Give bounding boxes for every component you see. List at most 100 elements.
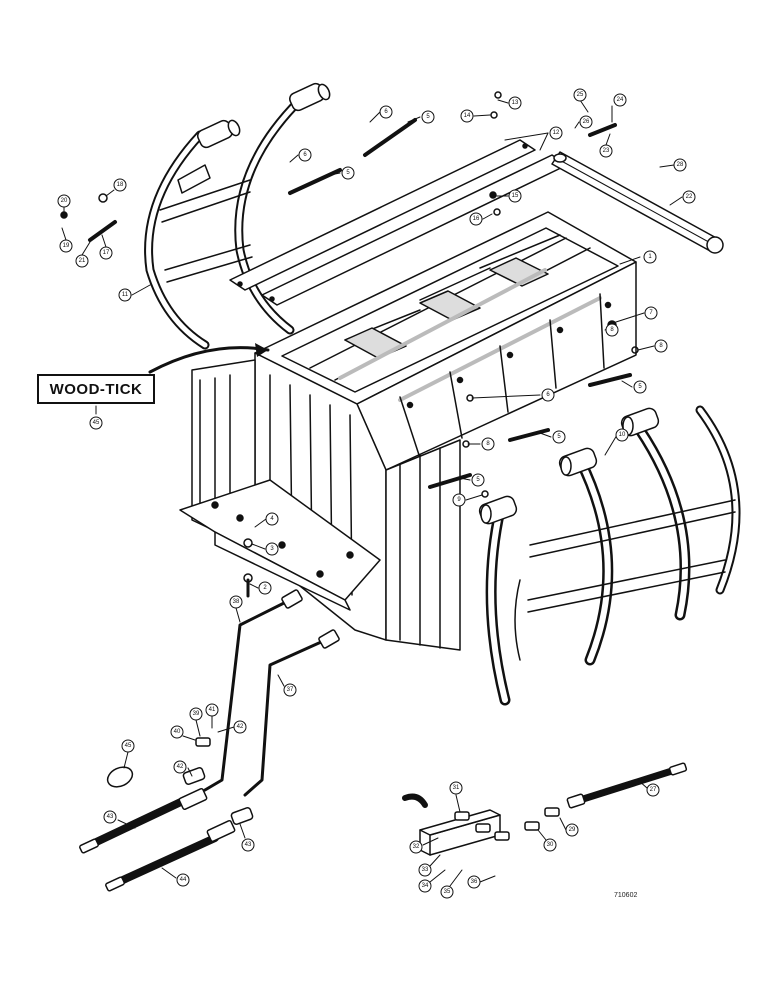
callout-24: 24 — [611, 93, 627, 123]
svg-text:9: 9 — [457, 497, 461, 503]
callout-21: 21 — [75, 241, 91, 268]
svg-text:38: 38 — [233, 599, 240, 605]
hoses-fittings — [79, 737, 254, 892]
svg-text:29: 29 — [569, 827, 576, 833]
callout-29: 30 — [537, 829, 557, 852]
svg-text:42: 42 — [177, 764, 184, 770]
figure-number: 710602 — [614, 892, 638, 899]
svg-text:8: 8 — [610, 327, 614, 333]
svg-text:5: 5 — [476, 477, 480, 483]
callout-43a: 43 — [103, 810, 136, 829]
left-grapple-fork — [144, 82, 331, 350]
right-grapple-fork — [478, 405, 741, 706]
callout-37: 38 — [229, 595, 243, 623]
callout-19: 19 — [59, 227, 73, 253]
indicator-arrow — [148, 346, 270, 374]
svg-text:41: 41 — [209, 707, 216, 713]
callout-10: 10 — [604, 428, 629, 456]
svg-text:6: 6 — [303, 152, 307, 158]
callout-42a: 42 — [173, 760, 193, 777]
svg-text:5: 5 — [638, 384, 642, 390]
svg-text:18: 18 — [117, 182, 124, 188]
svg-text:35: 35 — [444, 889, 451, 895]
svg-text:10: 10 — [619, 432, 626, 438]
callout-32: 33 — [418, 854, 441, 877]
svg-text:11: 11 — [122, 292, 129, 298]
svg-text:14: 14 — [464, 113, 471, 119]
callout-34: 35 — [440, 869, 463, 899]
svg-text:12: 12 — [553, 130, 560, 136]
callout-3: 3 — [251, 542, 279, 556]
svg-text:44: 44 — [180, 877, 187, 883]
callout-23: 23 — [599, 133, 613, 158]
svg-text:32: 32 — [413, 844, 420, 850]
svg-text:13: 13 — [512, 100, 519, 106]
callout-44: 45 — [121, 739, 135, 769]
svg-text:23: 23 — [603, 148, 610, 154]
callout-41: 42 — [217, 720, 247, 734]
callout-12: 12 — [504, 126, 563, 151]
svg-text:6: 6 — [384, 109, 388, 115]
callout-1: 1 — [619, 250, 657, 265]
svg-text:26: 26 — [583, 119, 590, 125]
callout-6b: 6 — [289, 148, 312, 163]
callout-26: 26 — [574, 115, 593, 129]
callout-5a: 5 — [407, 110, 435, 124]
svg-text:19: 19 — [63, 243, 70, 249]
valve-block — [402, 762, 688, 856]
svg-text:8: 8 — [659, 343, 663, 349]
callout-2: 2 — [249, 581, 272, 595]
callout-5d: 5 — [539, 430, 566, 444]
svg-text:39: 39 — [193, 711, 200, 717]
callouts: 1 2 3 4 5 5 5 5 5 6 6 6 7 8 8 8 9 10 11 … — [57, 88, 696, 899]
callout-4: 4 — [254, 512, 279, 528]
svg-text:20: 20 — [61, 198, 68, 204]
callout-22: 22 — [669, 190, 696, 206]
callout-40: 41 — [205, 703, 219, 729]
svg-text:40: 40 — [174, 729, 181, 735]
svg-text:45: 45 — [125, 743, 132, 749]
svg-text:36: 36 — [471, 879, 478, 885]
svg-text:3: 3 — [270, 546, 274, 552]
svg-text:17: 17 — [103, 250, 110, 256]
svg-text:5: 5 — [557, 434, 561, 440]
callout-6c: 6 — [471, 388, 555, 402]
callout-5c: 5 — [621, 380, 647, 394]
callout-36: 37 — [277, 674, 297, 697]
callout-13: 13 — [497, 96, 522, 110]
svg-text:4: 4 — [270, 516, 274, 522]
callout-35: 36 — [467, 875, 496, 889]
callout-8b: 8 — [604, 323, 619, 337]
callout-38: 39 — [189, 707, 203, 737]
callout-28b: 29 — [559, 817, 579, 837]
callout-39: 40 — [170, 725, 196, 741]
svg-text:27: 27 — [650, 787, 657, 793]
svg-text:15: 15 — [512, 193, 519, 199]
svg-text:28: 28 — [677, 162, 684, 168]
svg-text:42: 42 — [237, 724, 244, 730]
svg-text:25: 25 — [577, 92, 584, 98]
callout-9: 9 — [452, 493, 483, 507]
svg-text:34: 34 — [422, 883, 429, 889]
callout-45: 45 — [89, 405, 103, 430]
svg-text:37: 37 — [287, 687, 294, 693]
svg-text:16: 16 — [473, 216, 480, 222]
callout-8a: 8 — [637, 339, 668, 353]
callout-33: 34 — [418, 869, 446, 893]
pins-hardware — [60, 91, 639, 598]
svg-text:5: 5 — [346, 170, 350, 176]
callout-8c: 8 — [467, 437, 495, 451]
callout-27: 27 — [637, 779, 660, 797]
wood-tick-label: WOOD-TICK — [37, 374, 155, 404]
svg-text:21: 21 — [79, 258, 86, 264]
svg-text:43: 43 — [107, 814, 114, 820]
svg-text:2: 2 — [263, 585, 267, 591]
callout-31: 32 — [409, 837, 439, 854]
svg-text:43: 43 — [245, 842, 252, 848]
callout-11: 11 — [118, 284, 151, 302]
callout-20: 20 — [57, 194, 71, 213]
callout-5b: 5 — [329, 166, 355, 180]
callout-17: 17 — [99, 234, 113, 260]
svg-text:7: 7 — [649, 310, 653, 316]
